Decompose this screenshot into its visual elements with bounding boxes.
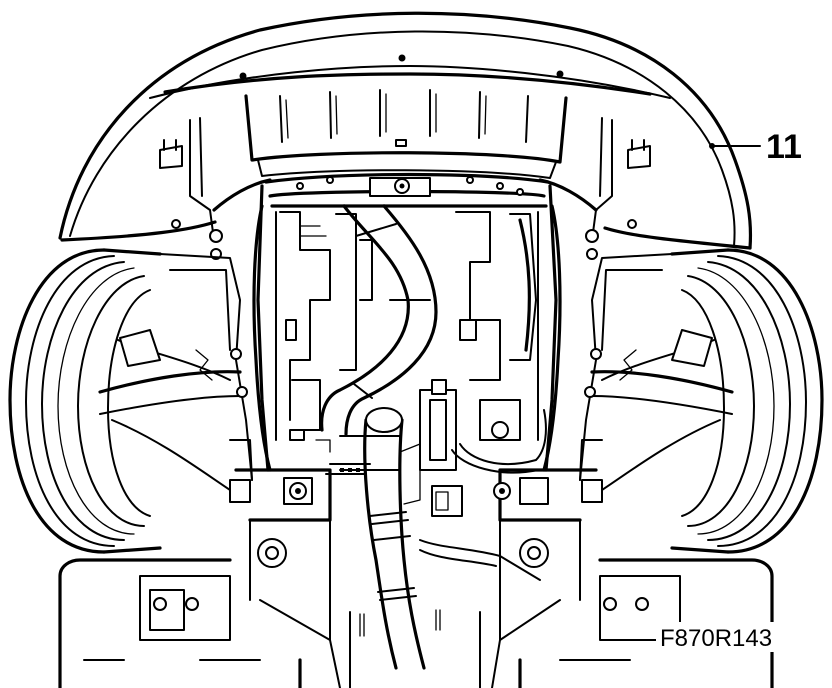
callout-11: 11 (711, 128, 802, 166)
lower-body-floor (58, 558, 774, 688)
left-body-frame (98, 117, 272, 503)
rear-subframe (252, 172, 562, 472)
rear-diffuser (244, 89, 568, 179)
figure-id: F870R143 (660, 625, 772, 652)
lower-mounts (234, 468, 598, 641)
interior-components (279, 211, 547, 475)
right-rear-wheel (670, 248, 824, 554)
left-rear-wheel (8, 248, 162, 554)
bumper-cover (58, 11, 753, 250)
callout-label: 11 (766, 128, 802, 166)
figure-id-backdrop (656, 622, 806, 652)
exhaust-pipe (320, 204, 438, 670)
right-body-frame (538, 117, 734, 503)
